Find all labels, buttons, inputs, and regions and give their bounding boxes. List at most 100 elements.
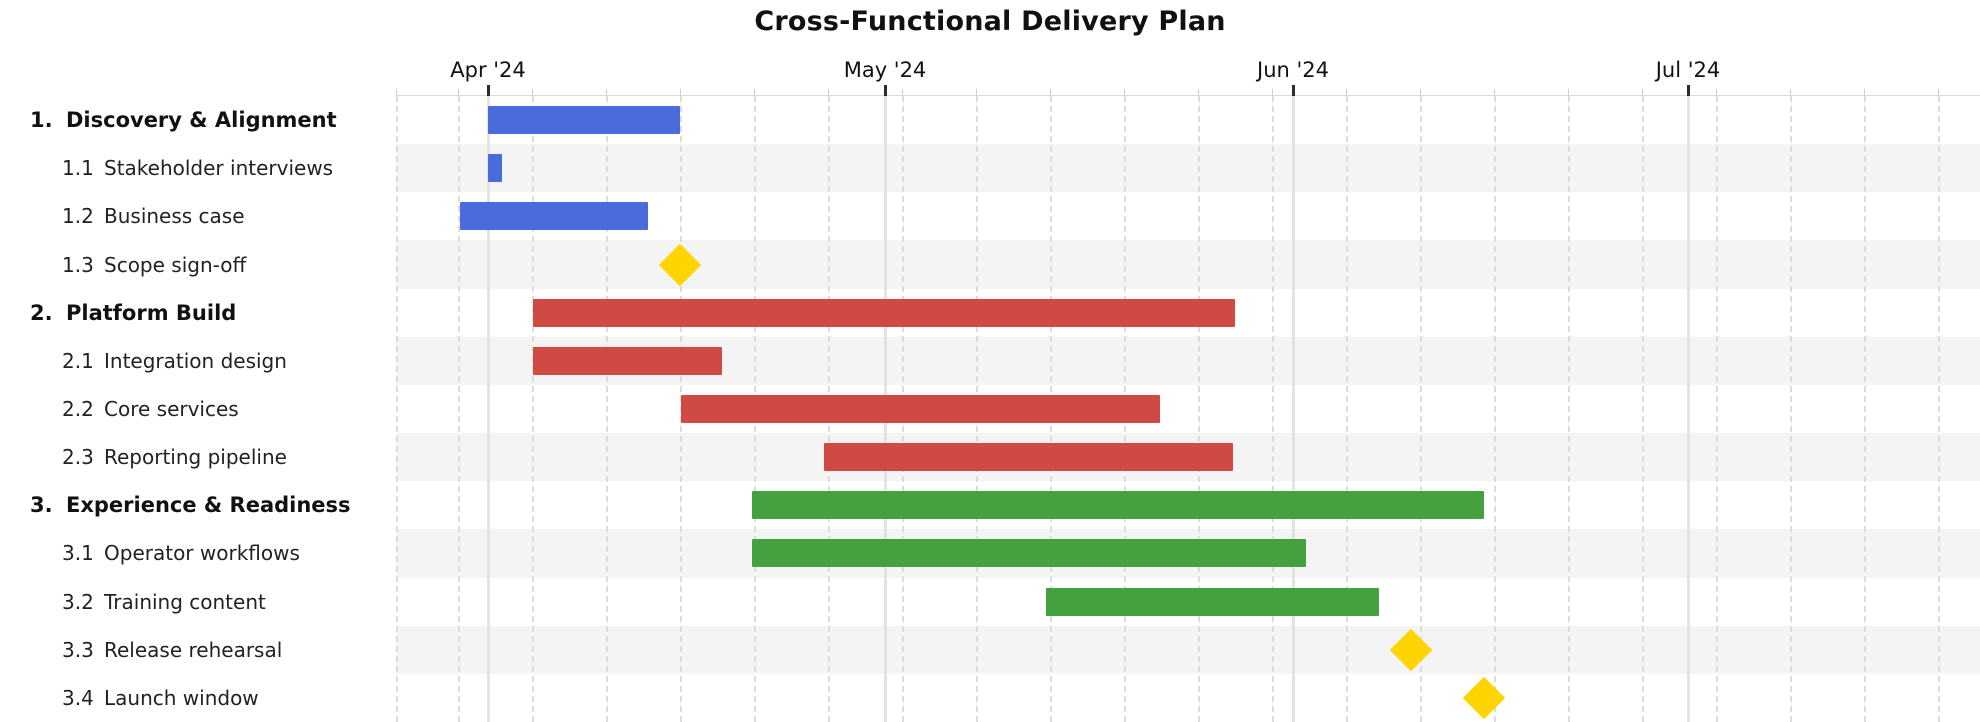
row-number: 1.3 bbox=[62, 252, 94, 277]
axis-tick-minor bbox=[680, 89, 681, 96]
gridline-minor bbox=[1568, 96, 1570, 722]
gridline-minor bbox=[1864, 96, 1866, 722]
gantt-bar[interactable] bbox=[488, 154, 502, 183]
gantt-bar[interactable] bbox=[460, 202, 648, 231]
axis-tick-major bbox=[487, 85, 490, 96]
task-label-column: 1. Discovery & Alignment 1.1 Stakeholder in… bbox=[0, 96, 396, 722]
gantt-row-band bbox=[396, 625, 1980, 674]
gridline-minor bbox=[1790, 96, 1792, 722]
axis-tick-label: Apr '24 bbox=[450, 58, 526, 82]
row-label: Release rehearsal bbox=[104, 637, 283, 662]
gridline-minor bbox=[532, 96, 534, 722]
axis-tick-minor bbox=[1716, 89, 1717, 96]
axis-tick-minor bbox=[1272, 89, 1273, 96]
row-number: 1. bbox=[30, 108, 53, 133]
gridline-major bbox=[487, 96, 490, 722]
axis-tick-minor bbox=[532, 89, 533, 96]
task-label-row[interactable]: 2.2 Core services bbox=[0, 385, 396, 433]
axis-tick-minor bbox=[1568, 89, 1569, 96]
phase-label-row[interactable]: 2. Platform Build bbox=[0, 289, 396, 337]
row-label: Operator workflows bbox=[104, 541, 300, 566]
row-label: Platform Build bbox=[66, 300, 237, 325]
gridline-major bbox=[1292, 96, 1295, 722]
axis-tick-minor bbox=[1346, 89, 1347, 96]
phase-label-row[interactable]: 3. Experience & Readiness bbox=[0, 481, 396, 529]
row-label: Business case bbox=[104, 204, 245, 229]
task-label-row[interactable]: 1.3 Scope sign-off bbox=[0, 240, 396, 288]
gridline-minor bbox=[1642, 96, 1644, 722]
row-number: 2.1 bbox=[62, 348, 94, 373]
axis-tick-major bbox=[1292, 85, 1295, 96]
gantt-bar[interactable] bbox=[488, 106, 680, 135]
axis-baseline bbox=[396, 95, 1980, 96]
axis-tick-minor bbox=[754, 89, 755, 96]
row-number: 3.2 bbox=[62, 589, 94, 614]
axis-tick-minor bbox=[1050, 89, 1051, 96]
gantt-plot-area bbox=[396, 96, 1980, 722]
row-label: Scope sign-off bbox=[104, 252, 247, 277]
gridline-minor bbox=[1716, 96, 1718, 722]
row-label: Training content bbox=[104, 589, 266, 614]
row-label: Core services bbox=[104, 396, 239, 421]
row-number: 2.2 bbox=[62, 396, 94, 421]
gridline-major bbox=[1687, 96, 1690, 722]
gantt-row-band bbox=[396, 240, 1980, 289]
row-label: Experience & Readiness bbox=[66, 493, 351, 518]
axis-tick-label: Jul '24 bbox=[1655, 58, 1721, 82]
gantt-bar[interactable] bbox=[681, 395, 1160, 423]
gantt-bar[interactable] bbox=[533, 298, 1235, 327]
task-label-row[interactable]: 1.1 Stakeholder interviews bbox=[0, 144, 396, 192]
gantt-row-band bbox=[396, 385, 1980, 433]
gridline-minor bbox=[396, 96, 398, 722]
gantt-bar[interactable] bbox=[533, 346, 722, 375]
gridline-minor bbox=[1198, 96, 1200, 722]
axis-tick-minor bbox=[1124, 89, 1125, 96]
row-label: Launch window bbox=[104, 685, 259, 710]
axis-tick-minor bbox=[1864, 89, 1865, 96]
row-label: Stakeholder interviews bbox=[104, 156, 334, 181]
gridline-minor bbox=[1420, 96, 1422, 722]
row-number: 3. bbox=[30, 493, 53, 518]
task-label-row[interactable]: 3.3 Release rehearsal bbox=[0, 626, 396, 674]
axis-tick-minor bbox=[976, 89, 977, 96]
time-axis-header: Apr '24 May '24 Jun '24 Jul '24 bbox=[0, 58, 1980, 96]
task-label-row[interactable]: 2.1 Integration design bbox=[0, 337, 396, 385]
axis-tick-minor bbox=[396, 89, 397, 96]
row-number: 3.3 bbox=[62, 637, 94, 662]
gantt-bar[interactable] bbox=[752, 491, 1484, 520]
gridline-minor bbox=[1346, 96, 1348, 722]
gridline-minor bbox=[606, 96, 608, 722]
axis-tick-major bbox=[1687, 85, 1690, 96]
axis-tick-minor bbox=[828, 89, 829, 96]
page-title: Cross-Functional Delivery Plan bbox=[754, 6, 1226, 37]
axis-tick-minor bbox=[1938, 89, 1939, 96]
gridline-minor bbox=[1272, 96, 1274, 722]
gantt-bar[interactable] bbox=[1046, 587, 1379, 616]
axis-tick-minor bbox=[1198, 89, 1199, 96]
axis-tick-minor bbox=[1642, 89, 1643, 96]
phase-label-row[interactable]: 1. Discovery & Alignment bbox=[0, 96, 396, 144]
gantt-row-band bbox=[396, 674, 1980, 722]
axis-tick-label: Jun '24 bbox=[1257, 58, 1329, 82]
gantt-bar[interactable] bbox=[752, 539, 1306, 568]
axis-tick-major bbox=[884, 85, 887, 96]
gridline-minor bbox=[1938, 96, 1940, 722]
axis-tick-minor bbox=[1790, 89, 1791, 96]
gridline-minor bbox=[1494, 96, 1496, 722]
axis-tick-label: May '24 bbox=[843, 58, 927, 82]
row-number: 2. bbox=[30, 300, 53, 325]
row-label: Reporting pipeline bbox=[104, 445, 287, 470]
gantt-bar[interactable] bbox=[824, 443, 1233, 472]
row-label: Integration design bbox=[104, 348, 287, 373]
row-number: 1.1 bbox=[62, 156, 94, 181]
gantt-row-band bbox=[396, 144, 1980, 193]
task-label-row[interactable]: 3.2 Training content bbox=[0, 578, 396, 626]
gridline-minor bbox=[458, 96, 460, 722]
row-label: Discovery & Alignment bbox=[66, 108, 337, 133]
axis-tick-minor bbox=[1420, 89, 1421, 96]
